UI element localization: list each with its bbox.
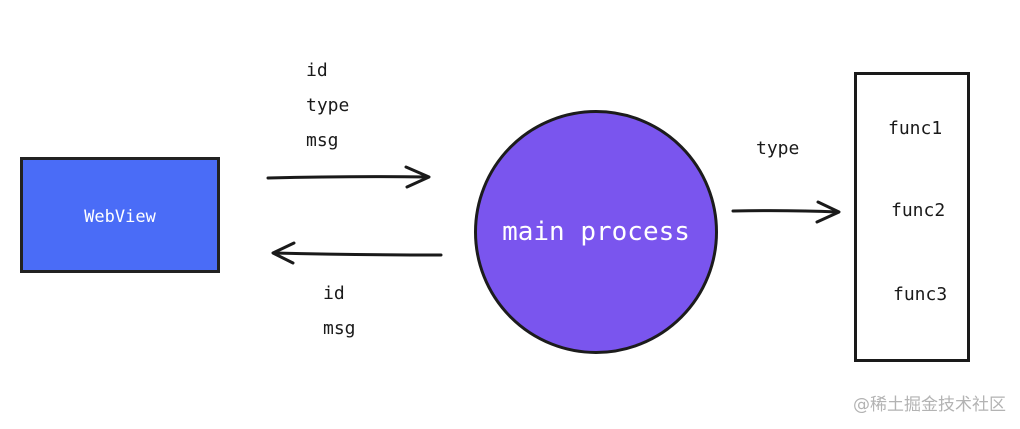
dispatch-label-type: type	[756, 138, 800, 159]
function-list-node	[854, 72, 970, 362]
arrow-webview-to-main	[266, 165, 431, 189]
arrow-main-to-webview	[271, 241, 443, 265]
arrow-label-type: type	[306, 95, 350, 116]
function-item-3: func3	[893, 284, 948, 305]
webview-node: WebView	[20, 157, 220, 273]
webview-label: WebView	[84, 207, 156, 227]
main-process-label: main process	[502, 217, 690, 247]
arrow-label-id: id	[306, 60, 328, 81]
return-label-id: id	[323, 283, 345, 304]
arrow-label-msg: msg	[306, 130, 339, 151]
watermark-text: @稀土掘金技术社区	[853, 395, 1006, 415]
main-process-node: main process	[474, 110, 718, 354]
function-item-1: func1	[888, 118, 943, 139]
return-label-msg: msg	[323, 318, 356, 339]
function-item-2: func2	[891, 200, 946, 221]
arrow-main-to-funcs	[731, 200, 841, 224]
